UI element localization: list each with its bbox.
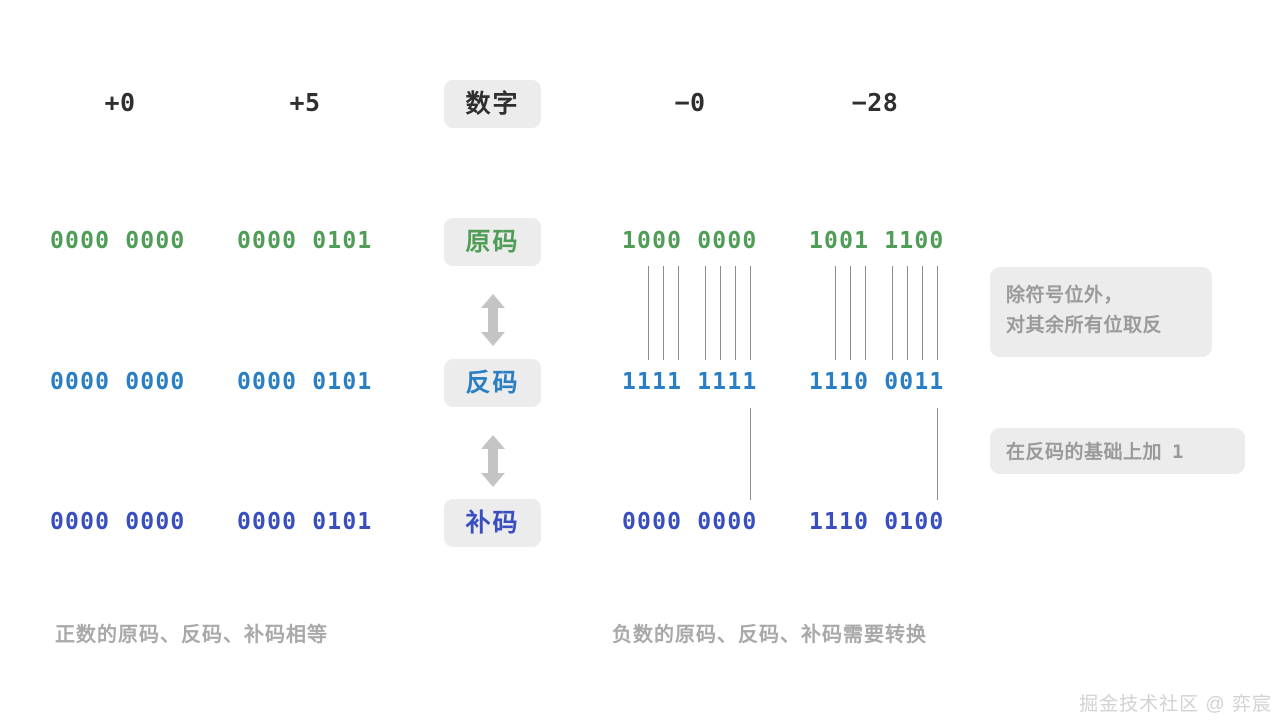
- connector-tick: [750, 266, 751, 360]
- note-invert-bits: 除符号位外， 对其余所有位取反: [990, 267, 1212, 357]
- connector-tick: [678, 266, 679, 360]
- cell-buma-minus-zero: 0000 0000: [622, 509, 758, 535]
- connector-tick: [750, 408, 751, 500]
- note-line: 在反码的基础上加: [1006, 442, 1163, 463]
- cell-buma-plus-five: 0000 0101: [237, 509, 373, 535]
- connector-tick: [850, 266, 851, 360]
- note-add-one: 在反码的基础上加 1: [990, 428, 1245, 474]
- up-down-arrow-icon: [478, 294, 508, 351]
- connector-tick: [735, 266, 736, 360]
- header-label-number: 数字: [444, 80, 541, 128]
- caption-negative: 负数的原码、反码、补码需要转换: [612, 624, 927, 646]
- cell-fanma-minus-twentyeight: 1110 0011: [809, 369, 945, 395]
- header-value-plus-zero: +0: [104, 88, 136, 117]
- connector-tick: [835, 266, 836, 360]
- connector-tick: [922, 266, 923, 360]
- cell-buma-minus-twentyeight: 1110 0100: [809, 509, 945, 535]
- cell-fanma-plus-five: 0000 0101: [237, 369, 373, 395]
- connector-tick: [937, 408, 938, 500]
- watermark: 掘金技术社区 @ 弈宸: [1079, 694, 1272, 715]
- cell-yuanma-plus-zero: 0000 0000: [50, 228, 186, 254]
- header-value-minus-zero: −0: [674, 88, 706, 117]
- connector-tick: [907, 266, 908, 360]
- cell-fanma-plus-zero: 0000 0000: [50, 369, 186, 395]
- cell-yuanma-minus-zero: 1000 0000: [622, 228, 758, 254]
- up-down-arrow-icon: [478, 435, 508, 492]
- row-label-yuanma: 原码: [444, 218, 541, 266]
- connector-tick: [937, 266, 938, 360]
- connector-tick: [865, 266, 866, 360]
- connector-tick: [705, 266, 706, 360]
- cell-yuanma-plus-five: 0000 0101: [237, 228, 373, 254]
- caption-positive: 正数的原码、反码、补码相等: [55, 624, 328, 646]
- connector-tick: [663, 266, 664, 360]
- row-label-buma: 补码: [444, 499, 541, 547]
- note-mono-one: 1: [1172, 441, 1184, 463]
- note-line: 除符号位外，: [1006, 285, 1124, 306]
- connector-tick: [892, 266, 893, 360]
- connector-tick: [720, 266, 721, 360]
- row-label-fanma: 反码: [444, 359, 541, 407]
- header-value-minus-twentyeight: −28: [851, 88, 899, 117]
- cell-fanma-minus-zero: 1111 1111: [622, 369, 758, 395]
- note-line: 对其余所有位取反: [1006, 315, 1163, 336]
- connector-tick: [648, 266, 649, 360]
- cell-yuanma-minus-twentyeight: 1001 1100: [809, 228, 945, 254]
- header-value-plus-five: +5: [289, 88, 321, 117]
- cell-buma-plus-zero: 0000 0000: [50, 509, 186, 535]
